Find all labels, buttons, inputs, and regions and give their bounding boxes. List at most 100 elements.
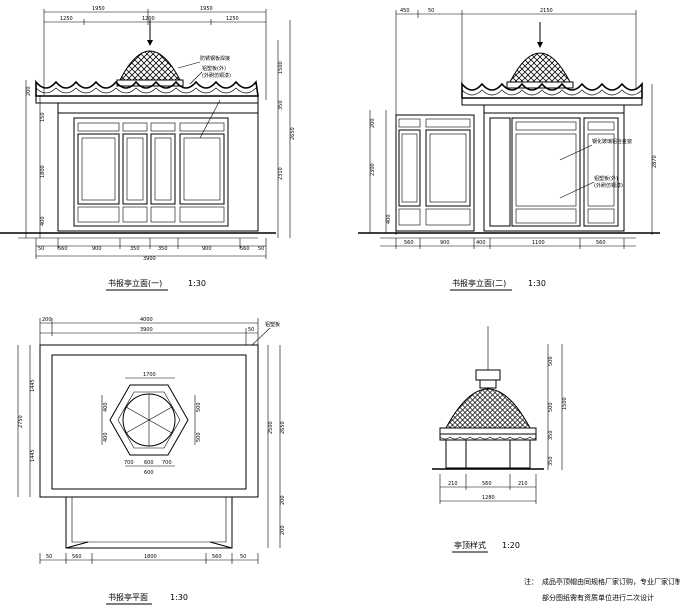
plan-outline (39, 344, 259, 549)
front-top-dim-1: 1950 (92, 6, 105, 12)
detail-right-dim-5: 350 (548, 456, 554, 466)
front-bottom-dim-1: 560 (58, 246, 68, 252)
plan-hex-dim-2: 700 (124, 460, 134, 466)
front-left-dim-3: 1800 (40, 165, 46, 178)
plan-bottom-dimensions: 50 560 1800 560 50 (39, 553, 259, 564)
side-bottom-dim-1: 560 (404, 240, 414, 246)
plan-hex-dim-9: 400 (103, 432, 109, 442)
plan-hex-dim-3: 600 (144, 460, 154, 466)
side-left-dim-2: 2300 (370, 163, 376, 176)
front-body (0, 112, 276, 239)
side-left-dim-3: 400 (386, 214, 392, 224)
side-left-dimensions: 200 2300 400 (369, 110, 392, 233)
front-bottom-dim-5: 900 (202, 246, 212, 252)
front-top-dim-2: 1950 (200, 6, 213, 12)
plan-left-dim-3: 1445 (30, 449, 36, 462)
side-bottom-dimensions: 560 900 400 1100 560 (380, 238, 636, 249)
detail-dimensions: 210 560 210 1280 500 1500 500 350 350 (439, 344, 568, 504)
front-sub-dim-1: 1250 (60, 16, 73, 22)
front-right-dim-2: 350 (278, 100, 284, 110)
plan-bottom-dim-2: 560 (72, 554, 82, 560)
front-sub-dim-3: 1250 (226, 16, 239, 22)
note-line-1: 成品亭顶帽由同规格厂家订购，专业厂家订制 (542, 577, 680, 586)
side-dome (506, 52, 574, 89)
plan-left-dim-1: 1445 (30, 379, 36, 392)
detail-right-dim-3: 500 (548, 402, 554, 412)
side-top-dim-3: 2150 (540, 8, 553, 14)
plan-hex-dim-5: 600 (144, 470, 154, 476)
side-callout-3: (外刷仿铜漆) (594, 182, 623, 189)
front-right-dim-4: 2310 (278, 167, 284, 180)
detail-right-dim-4: 350 (548, 430, 554, 440)
plan-top-dim-3: 3900 (140, 327, 153, 333)
front-bottom-dimensions: 560 900 350 350 900 560 3900 50 50 (35, 238, 267, 262)
side-title: 书报亭立面(二) 1:30 (450, 278, 546, 291)
plan-hex-dim-8: 400 (103, 402, 109, 412)
front-elevation: 1950 1950 1250 1200 1250 (0, 6, 296, 291)
side-elevation: 450 50 2150 (358, 8, 660, 291)
front-left-dim-2: 150 (40, 112, 46, 122)
side-callout-1: 钢化玻璃铝合金窗 (592, 138, 632, 145)
side-callouts: 钢化玻璃铝合金窗 铝塑板(外) (外刷仿铜漆) (559, 138, 632, 199)
front-scale: 1:30 (188, 279, 206, 288)
plan-title-text: 书报亭平面 (108, 592, 148, 602)
front-callout-3: (外刷仿铜漆) (202, 72, 231, 79)
side-callout-2: 铝塑板(外) (594, 175, 618, 182)
plan-top-dim-2: 4000 (140, 317, 153, 323)
note-label: 注： (524, 577, 538, 586)
front-right-dim-3: 2650 (290, 127, 296, 140)
detail-right-dim-2: 1500 (562, 397, 568, 410)
front-right-dim-1: 1500 (278, 61, 284, 74)
front-callouts: 防锈钢板焊接 铝塑板(外) (外刷仿铜漆) (177, 55, 231, 139)
plan-hexagon: 1700 700 600 700 600 500 500 400 400 (101, 372, 202, 476)
side-bottom-dim-4: 1100 (532, 240, 545, 246)
front-bottom-dim-2: 900 (92, 246, 102, 252)
side-top-dim-1: 450 (400, 8, 410, 14)
detail-title: 亭顶样式 1:20 (452, 540, 520, 553)
plan-title: 书报亭平面 1:30 (106, 592, 188, 605)
side-roof (461, 81, 643, 114)
plan-bottom-dim-4: 560 (212, 554, 222, 560)
side-bottom-dim-3: 400 (476, 240, 486, 246)
plan-right-dim-1: 2500 (268, 421, 274, 434)
plan-left-dim-2: 2750 (18, 415, 24, 428)
plan-top-dim-1: 200 (42, 317, 52, 323)
detail-title-text: 亭顶样式 (454, 540, 486, 550)
front-bottom-dim-4: 350 (158, 246, 168, 252)
plan-hex-dim-6: 500 (196, 402, 202, 412)
side-scale: 1:30 (528, 279, 546, 288)
general-note: 注： 成品亭顶帽由同规格厂家订购，专业厂家订制 部分图纸需有资质单位进行二次设计 (524, 577, 680, 602)
plan-hex-dim-1: 1700 (143, 372, 156, 378)
plan-right-dim-2: 2650 (280, 421, 286, 434)
front-sub-dim-2: 1200 (142, 16, 155, 22)
side-top-dim-2: 50 (428, 8, 434, 14)
front-title-text: 书报亭立面(一) (108, 278, 162, 288)
front-left-dim-4: 400 (40, 216, 46, 226)
front-callout-1: 防锈钢板焊接 (200, 55, 230, 62)
detail-dim-2: 560 (482, 481, 492, 487)
front-end-dim-2: 50 (258, 246, 264, 252)
plan-bottom-dim-5: 50 (240, 554, 246, 560)
plan-right-dim-3: 200 (280, 495, 286, 505)
side-right-dimensions: 2870 (651, 84, 658, 235)
plan-left-dimensions: 1445 2750 1445 (17, 345, 36, 497)
side-bottom-dim-2: 900 (440, 240, 450, 246)
front-title: 书报亭立面(一) 1:30 (106, 278, 206, 291)
side-bottom-dim-5: 560 (596, 240, 606, 246)
note-line-2: 部分图纸需有资质单位进行二次设计 (542, 593, 654, 602)
plan-right-dimensions: 2500 2650 200 200 (267, 345, 286, 548)
front-right-dimensions: 1500 350 2650 2310 (277, 20, 296, 238)
front-bottom-dim-3: 350 (130, 246, 140, 252)
front-roof (35, 79, 259, 114)
plan-bottom-dim-3: 1800 (144, 554, 157, 560)
plan-top-dimensions: 200 4000 3900 50 铝塑板 (39, 317, 280, 346)
detail-dim-4: 1280 (482, 495, 495, 501)
plan-scale: 1:30 (170, 593, 188, 602)
side-title-text: 书报亭立面(二) (452, 278, 506, 288)
side-body (358, 112, 660, 239)
front-bottom-dim-6: 560 (240, 246, 250, 252)
front-top-dimensions: 1950 1950 1250 1200 1250 (43, 6, 267, 100)
front-left-dimensions: 200 150 1800 400 (25, 80, 46, 238)
plan-hex-dim-4: 700 (162, 460, 172, 466)
